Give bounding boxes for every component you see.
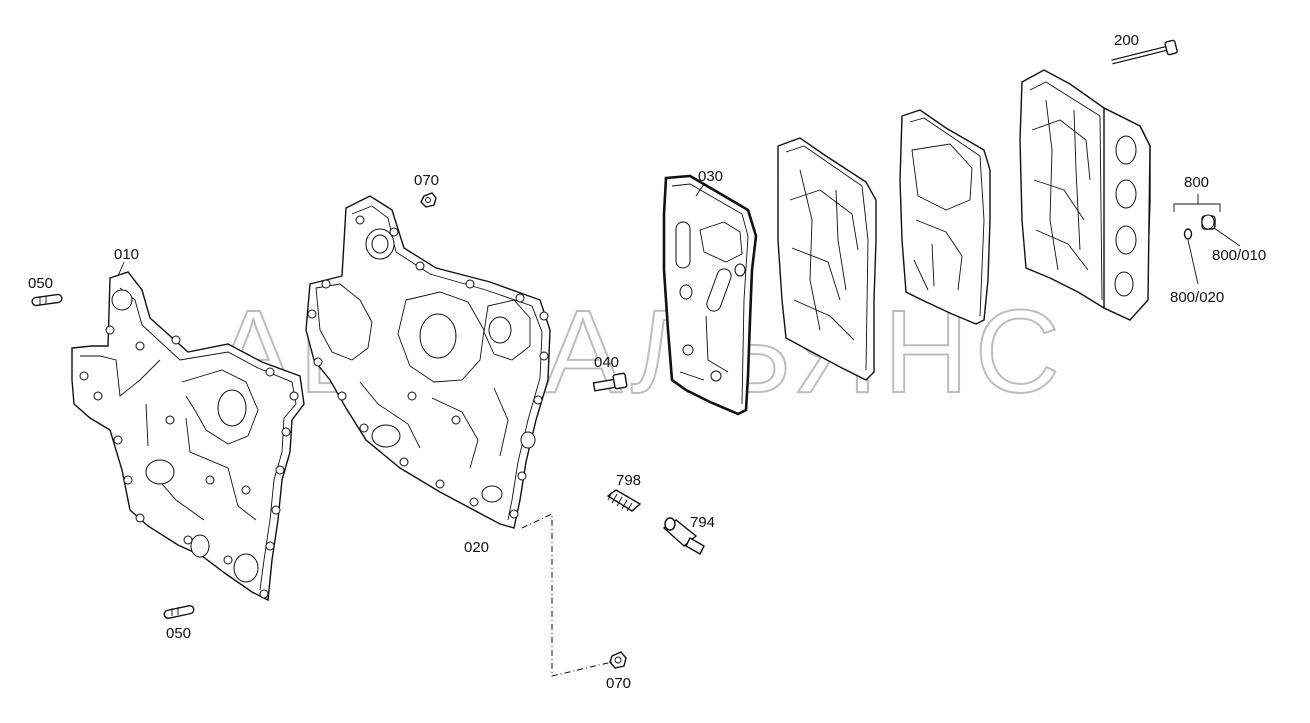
label-200: 200 [1114,32,1139,49]
part-070-nut-bottom [609,651,627,669]
label-050-top: 050 [28,275,53,292]
label-070-bottom: 070 [606,675,631,692]
part-010-gasket [71,271,305,602]
part-070-nut-top [420,192,437,208]
label-040: 040 [594,354,619,371]
label-800: 800 [1184,174,1209,191]
label-050-bottom: 050 [166,625,191,642]
part-800-010-plug [1201,214,1216,230]
part-040-screw [592,372,628,392]
leader-030 [695,183,705,197]
intermediate-plate-2 [899,109,991,325]
part-800-bracket [1173,194,1241,285]
part-030-gasket [662,174,758,416]
label-010: 010 [114,246,139,263]
label-800-010: 800/010 [1212,247,1266,264]
leader-010 [117,261,125,277]
label-794: 794 [690,514,715,531]
part-800-020-oring [1183,228,1193,240]
part-020-housing [305,195,551,529]
label-070-top: 070 [414,172,439,189]
assembly-leader-line [521,513,613,677]
intermediate-plate-1 [777,137,877,381]
part-200-bolt [1111,39,1178,65]
part-050-pin-top [31,293,63,307]
label-020: 020 [464,539,489,556]
part-794-pin [662,517,705,555]
label-030: 030 [698,168,723,185]
label-800-020: 800/020 [1170,289,1224,306]
part-050-pin-bottom [163,605,195,619]
part-798-spring [606,489,642,512]
valve-body-block [1019,69,1151,321]
label-798: 798 [616,472,641,489]
